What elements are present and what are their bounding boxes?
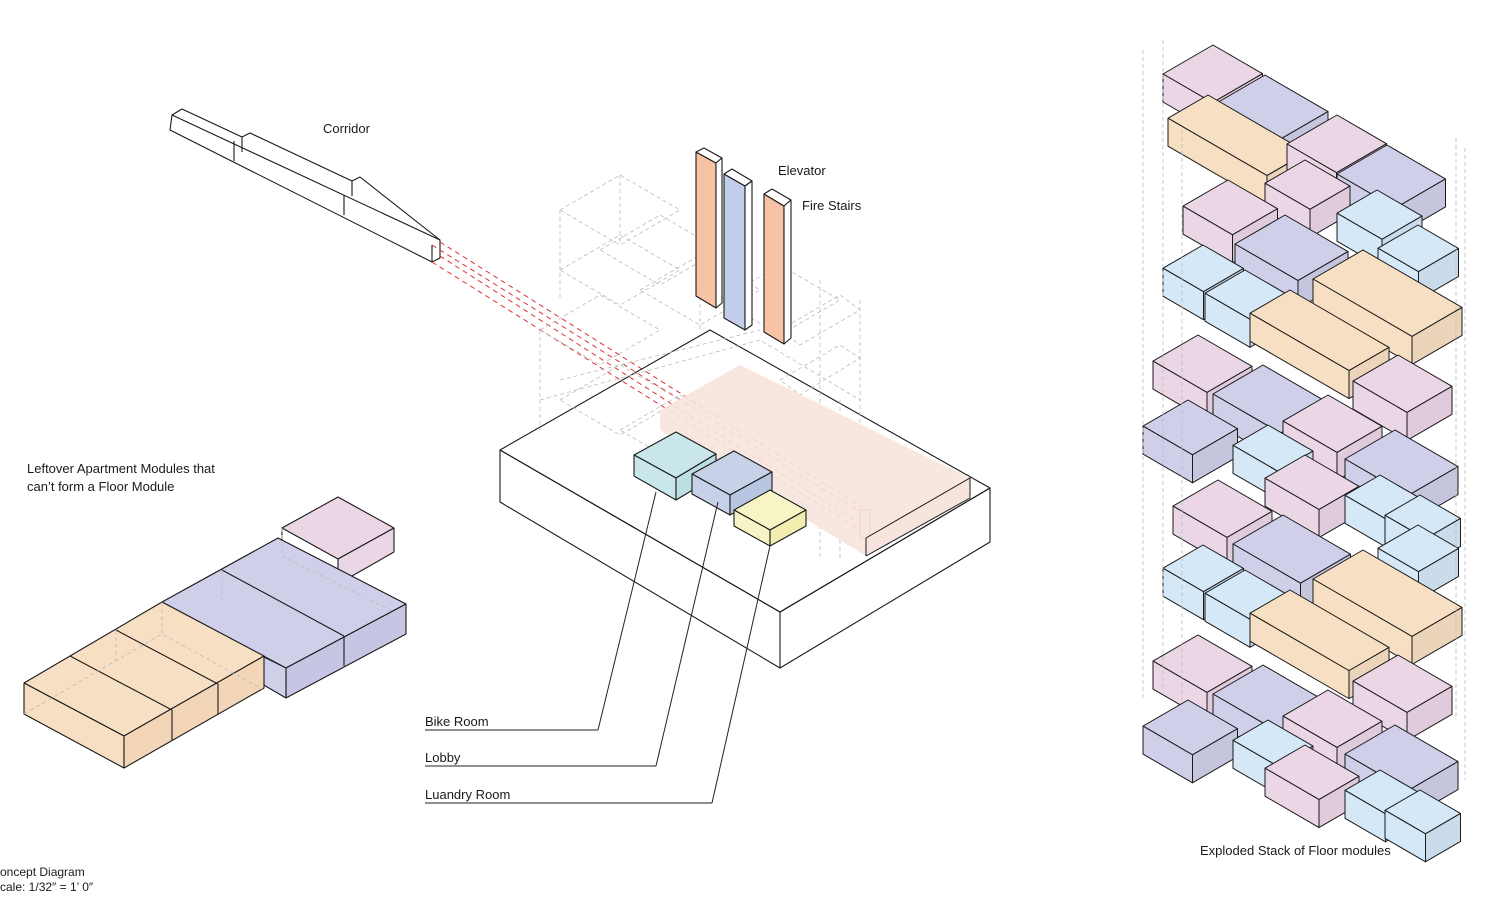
stack-module	[1249, 589, 1390, 700]
stack-module	[1312, 549, 1463, 665]
bike-room-label: Bike Room	[425, 714, 489, 729]
leftover-label-line2: can’t form a Floor Module	[27, 479, 175, 494]
laundry-room-label: Luandry Room	[425, 787, 511, 802]
lobby-label: Lobby	[425, 750, 461, 765]
concept-scale: cale: 1/32″ = 1’ 0″	[0, 880, 94, 894]
fire-stairs-left	[695, 147, 723, 309]
stack-module	[1384, 789, 1461, 863]
elevator-shaft	[723, 168, 753, 331]
concept-title: oncept Diagram	[0, 865, 85, 879]
exploded-stack	[1142, 44, 1463, 863]
upper-floor-volume	[660, 365, 971, 557]
lobby-module	[691, 450, 773, 516]
corridor-module	[169, 108, 441, 263]
fire-stairs-right	[763, 188, 792, 345]
corridor-label: Corridor	[323, 121, 370, 136]
stack-module	[1352, 654, 1453, 741]
stack-guide-lines	[1142, 40, 1466, 780]
stack-module	[1352, 354, 1453, 441]
laundry-room-module	[733, 489, 807, 547]
fire-stairs-label: Fire Stairs	[802, 198, 862, 213]
leftover-modules	[23, 496, 407, 769]
ground-floor-base	[499, 329, 991, 669]
leftover-label-line1: Leftover Apartment Modules that	[27, 461, 215, 476]
exploded-stack-label: Exploded Stack of Floor modules	[1200, 843, 1391, 858]
callout-leaders	[425, 491, 771, 804]
elevator-label: Elevator	[778, 163, 826, 178]
stack-module	[1312, 249, 1463, 365]
stack-module	[1142, 699, 1238, 784]
